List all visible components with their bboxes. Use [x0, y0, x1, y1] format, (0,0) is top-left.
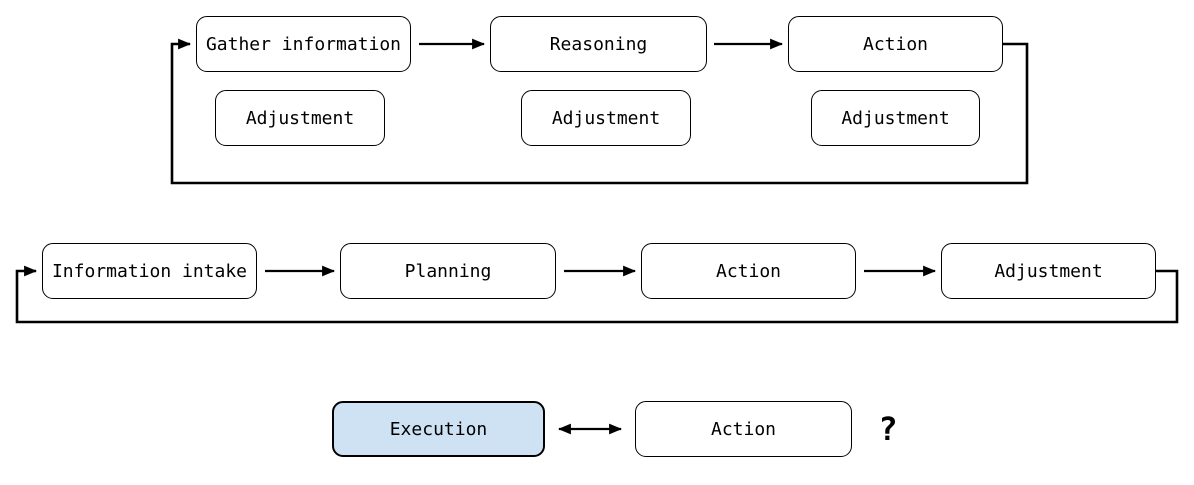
node-adjustment-under-gather: Adjustment	[215, 90, 385, 146]
node-execution: Execution	[332, 401, 545, 457]
node-action-top: Action	[788, 16, 1003, 72]
node-adjustment-under-action: Adjustment	[811, 90, 980, 146]
node-action-bottom: Action	[635, 401, 852, 457]
node-planning: Planning	[340, 243, 556, 299]
node-reasoning: Reasoning	[490, 16, 707, 72]
loop-middle-feedback-icon	[15, 265, 1179, 324]
node-adjustment-under-reasoning: Adjustment	[521, 90, 691, 146]
node-adjustment-middle: Adjustment	[941, 243, 1156, 299]
node-gather-information: Gather information	[196, 16, 411, 72]
node-action-middle: Action	[641, 243, 856, 299]
question-mark: ?	[878, 410, 898, 448]
node-information-intake: Information intake	[42, 243, 257, 299]
loop-top-feedback-icon	[170, 38, 1029, 185]
